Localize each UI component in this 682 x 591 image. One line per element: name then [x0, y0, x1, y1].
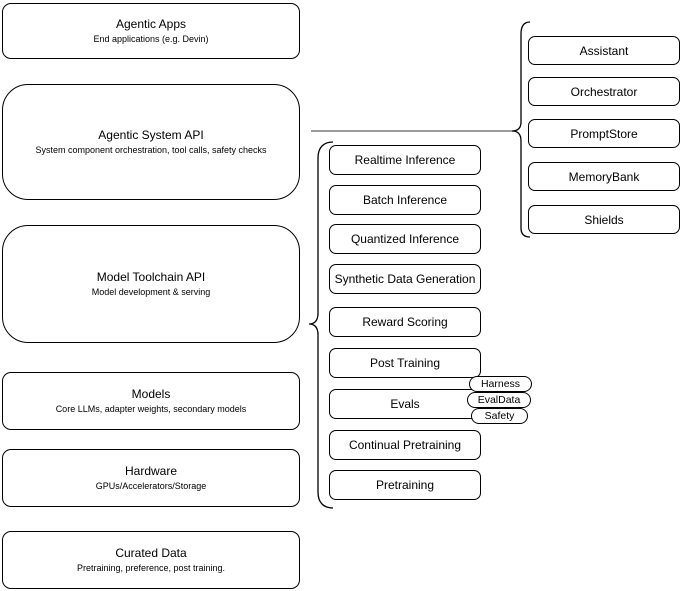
toolchain-item-pretraining: Pretraining: [329, 470, 481, 500]
eval-tag-label: Harness: [480, 378, 521, 390]
system-component-label: PromptStore: [570, 126, 638, 141]
box-subtitle: Model development & serving: [91, 287, 211, 297]
layer-box-agentic-apps: Agentic Apps End applications (e.g. Devi…: [2, 3, 300, 59]
toolchain-item-label: Synthetic Data Generation: [334, 272, 476, 286]
layer-box-model-toolchain-api: Model Toolchain API Model development & …: [2, 225, 300, 343]
toolchain-item-reward-scoring: Reward Scoring: [329, 307, 481, 337]
toolchain-item-synthetic-data-generation: Synthetic Data Generation: [329, 264, 481, 294]
system-component-label: MemoryBank: [568, 169, 640, 184]
layer-box-models: Models Core LLMs, adapter weights, secon…: [2, 372, 300, 430]
toolchain-item-label: Realtime Inference: [354, 153, 456, 167]
toolchain-item-label: Post Training: [369, 356, 441, 370]
box-title: Model Toolchain API: [96, 270, 206, 284]
system-component-assistant: Assistant: [528, 36, 680, 65]
system-component-label: Orchestrator: [570, 84, 638, 99]
box-subtitle: Pretraining, preference, post training.: [76, 563, 226, 573]
box-title: Hardware: [124, 464, 178, 478]
box-title: Agentic System API: [98, 128, 204, 142]
box-subtitle: Core LLMs, adapter weights, secondary mo…: [55, 404, 247, 414]
system-component-label: Assistant: [579, 43, 629, 58]
eval-tag-harness: Harness: [469, 376, 532, 392]
system-component-promptstore: PromptStore: [528, 119, 680, 148]
layer-box-curated-data: Curated Data Pretraining, preference, po…: [2, 531, 300, 589]
system-component-memorybank: MemoryBank: [528, 162, 680, 191]
toolchain-item-label: Reward Scoring: [362, 315, 448, 329]
toolchain-item-label: Quantized Inference: [350, 232, 460, 246]
toolchain-item-quantized-inference: Quantized Inference: [329, 224, 481, 254]
box-title: Models: [131, 387, 171, 401]
box-subtitle: System component orchestration, tool cal…: [35, 145, 267, 155]
toolchain-item-label: Continual Pretraining: [348, 438, 462, 452]
system-component-label: Shields: [584, 212, 624, 227]
box-title: Agentic Apps: [115, 17, 187, 31]
eval-tag-safety: Safety: [471, 408, 528, 424]
box-subtitle: End applications (e.g. Devin): [93, 34, 209, 44]
toolchain-item-continual-pretraining: Continual Pretraining: [329, 430, 481, 460]
eval-tag-evaldata: EvalData: [467, 392, 531, 408]
layer-box-agentic-system-api: Agentic System API System component orch…: [2, 84, 300, 200]
toolchain-item-batch-inference: Batch Inference: [329, 185, 481, 215]
eval-tag-label: EvalData: [477, 394, 521, 406]
toolchain-item-label: Pretraining: [375, 478, 435, 492]
toolchain-item-post-training: Post Training: [329, 348, 481, 378]
layer-box-hardware: Hardware GPUs/Accelerators/Storage: [2, 449, 300, 507]
system-component-orchestrator: Orchestrator: [528, 77, 680, 106]
box-title: Curated Data: [115, 546, 187, 560]
system-component-shields: Shields: [528, 205, 680, 234]
eval-tag-label: Safety: [484, 410, 515, 422]
toolchain-item-evals: Evals: [329, 389, 481, 419]
toolchain-item-label: Batch Inference: [362, 193, 448, 207]
box-subtitle: GPUs/Accelerators/Storage: [95, 481, 207, 491]
toolchain-item-realtime-inference: Realtime Inference: [329, 145, 481, 175]
toolchain-item-label: Evals: [390, 397, 420, 411]
